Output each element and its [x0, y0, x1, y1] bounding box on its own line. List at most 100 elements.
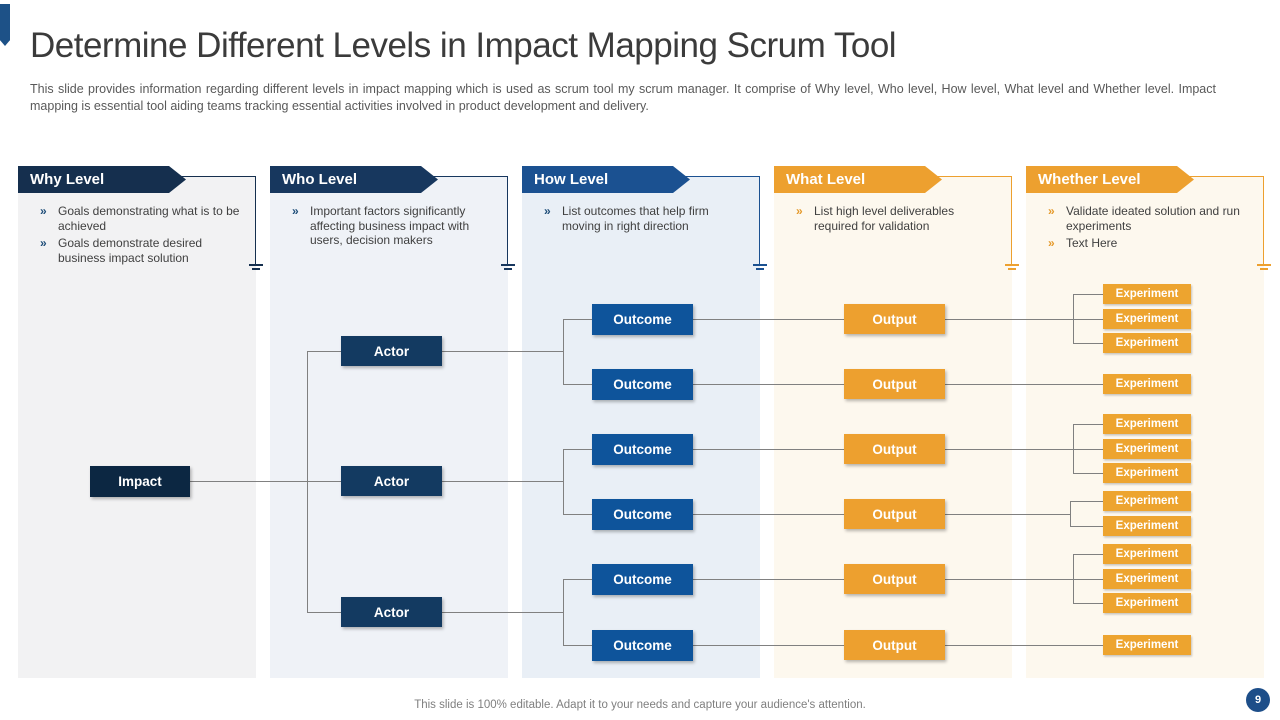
connector: [1073, 343, 1103, 344]
connector: [307, 351, 341, 352]
connector: [945, 319, 1103, 320]
connector: [442, 351, 563, 352]
connector: [1070, 501, 1103, 502]
slide-description: This slide provides information regardin…: [30, 82, 1216, 113]
connector: [563, 319, 592, 320]
connector: [945, 579, 1103, 580]
page-number-badge[interactable]: 9: [1246, 688, 1270, 712]
ground-mark: [1257, 264, 1271, 266]
connector: [945, 645, 1103, 646]
outcome-node: Outcome: [592, 629, 693, 661]
connector: [1073, 294, 1074, 344]
ground-mark: [1008, 268, 1016, 270]
connector: [563, 514, 592, 515]
outcome-node: Outcome: [592, 368, 693, 400]
ground-mark: [1005, 264, 1019, 266]
experiment-node: Experiment: [1103, 463, 1191, 483]
experiment-node: Experiment: [1103, 491, 1191, 511]
outcome-node: Outcome: [592, 498, 693, 530]
experiment-node: Experiment: [1103, 374, 1191, 394]
bullet-item: List outcomes that help firm moving in r…: [544, 204, 744, 233]
experiment-node: Experiment: [1103, 439, 1191, 459]
connector: [693, 645, 844, 646]
ground-mark: [252, 268, 260, 270]
column-banner-why-level: Why Level: [18, 166, 186, 193]
ground-mark: [753, 264, 767, 266]
column-bullets: List high level deliverables required fo…: [796, 204, 996, 236]
output-node: Output: [844, 499, 945, 529]
connector: [563, 319, 564, 385]
actor-node: Actor: [341, 466, 442, 496]
ground-mark: [249, 264, 263, 266]
connector: [190, 481, 341, 482]
bullet-item: Validate ideated solution and run experi…: [1048, 204, 1248, 233]
connector: [1073, 603, 1103, 604]
output-node: Output: [844, 630, 945, 660]
connector: [1070, 526, 1103, 527]
column-how-level: How LevelList outcomes that help firm mo…: [522, 176, 767, 678]
outcome-node: Outcome: [592, 303, 693, 335]
connector: [307, 351, 308, 613]
connector: [563, 579, 592, 580]
column-banner-what-level: What Level: [774, 166, 942, 193]
connector: [442, 481, 563, 482]
column-bullets: Validate ideated solution and run experi…: [1048, 204, 1248, 254]
experiment-node: Experiment: [1103, 284, 1191, 304]
column-what-level: What LevelList high level deliverables r…: [774, 176, 1019, 678]
connector: [563, 449, 564, 515]
connector: [945, 384, 1103, 385]
connector: [1073, 424, 1074, 474]
connector: [1073, 554, 1103, 555]
impact-node: Impact: [90, 466, 190, 497]
connector: [693, 449, 844, 450]
connector: [693, 579, 844, 580]
connector: [442, 612, 563, 613]
connector: [693, 319, 844, 320]
experiment-node: Experiment: [1103, 333, 1191, 353]
outcome-node: Outcome: [592, 563, 693, 595]
column-who-level: Who LevelImportant factors significantly…: [270, 176, 515, 678]
experiment-node: Experiment: [1103, 414, 1191, 434]
experiment-node: Experiment: [1103, 516, 1191, 536]
column-banner-whether-level: Whether Level: [1026, 166, 1194, 193]
connector: [1073, 294, 1103, 295]
connector: [693, 384, 844, 385]
connector: [1070, 501, 1071, 527]
actor-node: Actor: [341, 597, 442, 627]
footer-note: This slide is 100% editable. Adapt it to…: [414, 699, 866, 711]
column-banner-how-level: How Level: [522, 166, 690, 193]
bullet-item: Text Here: [1048, 236, 1248, 251]
experiment-node: Experiment: [1103, 569, 1191, 589]
outcome-node: Outcome: [592, 433, 693, 465]
output-node: Output: [844, 564, 945, 594]
column-why-level: Why LevelGoals demonstrating what is to …: [18, 176, 263, 678]
output-node: Output: [844, 369, 945, 399]
column-bullets: Goals demonstrating what is to be achiev…: [40, 204, 240, 268]
connector: [1073, 554, 1074, 604]
column-bullets: Important factors significantly affectin…: [292, 204, 492, 251]
bullet-item: Goals demonstrating what is to be achiev…: [40, 204, 240, 233]
experiment-node: Experiment: [1103, 593, 1191, 613]
connector: [1073, 473, 1103, 474]
connector: [307, 612, 341, 613]
bullet-item: Important factors significantly affectin…: [292, 204, 492, 248]
column-banner-who-level: Who Level: [270, 166, 438, 193]
output-node: Output: [844, 434, 945, 464]
connector: [563, 384, 592, 385]
experiment-node: Experiment: [1103, 635, 1191, 655]
experiment-node: Experiment: [1103, 544, 1191, 564]
connector: [563, 579, 564, 646]
ground-mark: [1260, 268, 1268, 270]
accent-bar: [0, 4, 10, 46]
bullet-item: List high level deliverables required fo…: [796, 204, 996, 233]
connector: [563, 449, 592, 450]
output-node: Output: [844, 304, 945, 334]
bullet-item: Goals demonstrate desired business impac…: [40, 236, 240, 265]
connector: [693, 514, 844, 515]
actor-node: Actor: [341, 336, 442, 366]
connector: [1073, 424, 1103, 425]
connector: [563, 645, 592, 646]
connector: [945, 449, 1103, 450]
slide-title: Determine Different Levels in Impact Map…: [30, 26, 897, 65]
